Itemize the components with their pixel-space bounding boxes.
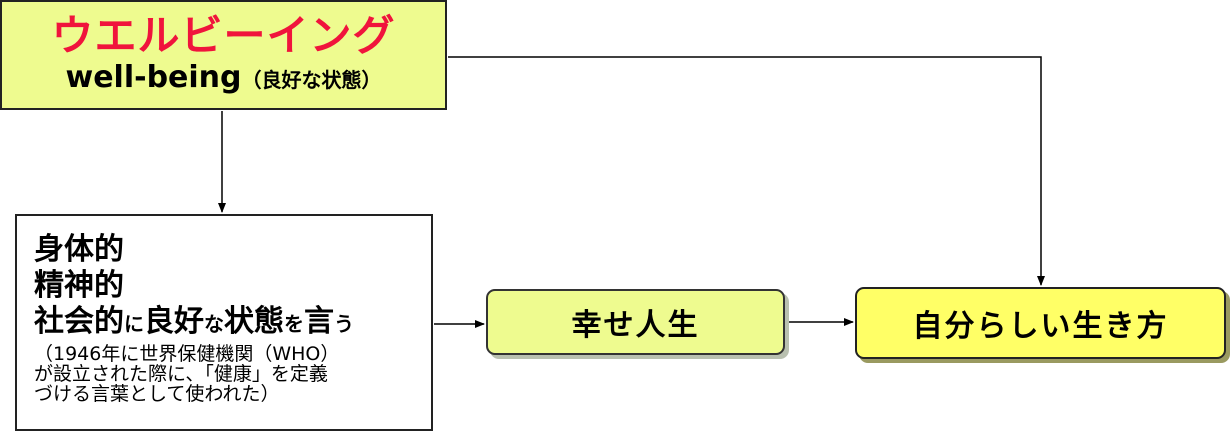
definition-note: （1946年に世界保健機関（WHO） が設立された際に、「健康」を定義 づける言…	[34, 344, 431, 404]
definition-note-line: （1946年に世界保健機関（WHO）	[34, 343, 340, 365]
definition-particle-wo: を	[284, 312, 304, 336]
definition-say: 言	[304, 304, 334, 339]
wellbeing-box: ウエルビーイング well-being（良好な状態）	[0, 0, 447, 110]
wellbeing-title: ウエルビーイング	[51, 10, 396, 60]
happy-life-box: 幸せ人生	[486, 289, 785, 355]
definition-particle-ni: に	[124, 312, 144, 336]
definition-line-mental: 精神的	[34, 268, 124, 303]
definition-note-line: づける言葉として使われた）	[34, 383, 280, 405]
definition-particle-na: な	[204, 312, 224, 336]
definition-box: 身体的 精神的 社会的に良好な状態を言う （1946年に世界保健機関（WHO） …	[15, 214, 433, 431]
wellbeing-note: （良好な状態）	[241, 68, 382, 93]
definition-good: 良好	[144, 304, 204, 339]
definition-social: 社会的	[34, 304, 124, 339]
wellbeing-subtitle: well-being（良好な状態）	[65, 60, 381, 96]
definition-state: 状態	[224, 304, 284, 339]
definition-line-physical: 身体的	[34, 232, 124, 267]
definition-note-line: が設立された際に、「健康」を定義	[34, 363, 328, 385]
definition-line-social: 社会的に良好な状態を言う	[34, 304, 431, 342]
arrow-wellbeing-to-self-life	[448, 56, 1045, 286]
definition-particle-u: う	[334, 312, 354, 336]
wellbeing-english: well-being	[65, 60, 242, 96]
self-life-box: 自分らしい生き方	[855, 287, 1226, 359]
